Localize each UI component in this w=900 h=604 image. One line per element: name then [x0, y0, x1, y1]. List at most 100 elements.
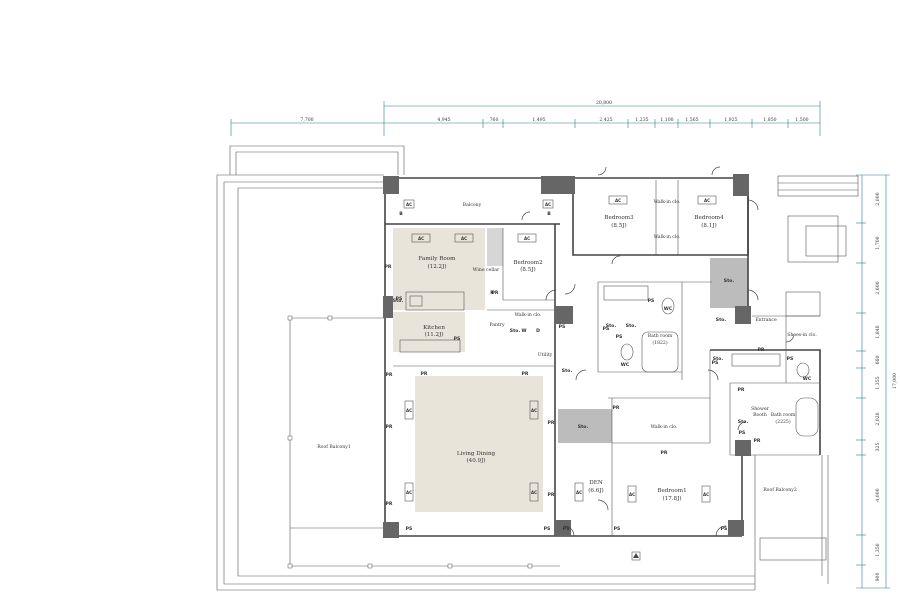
top-dim-2: 4,945 — [437, 117, 450, 123]
tag-sto: Sto. — [626, 323, 637, 329]
tag-ps: PS — [396, 296, 403, 302]
tag-sto: Sto. — [716, 317, 727, 323]
bathroom-center-label: Bath room — [648, 333, 673, 339]
overall-right-dimension: 17,000 — [892, 373, 898, 389]
tag-pr: PR — [386, 424, 393, 430]
ac-unit: AC — [574, 482, 584, 502]
tag-pr: PR — [613, 405, 620, 411]
roof-balcony2-label: Roof Balcony2 — [763, 487, 797, 493]
walkin-mid-label: Walk-in clo. — [654, 234, 681, 240]
shower-booth-label-a: Shower — [751, 406, 770, 412]
ac-unit: AC — [403, 199, 415, 209]
right-dim-10: 1,350 — [875, 543, 881, 556]
ac-unit: AC — [529, 482, 539, 502]
walkin-b1-label: Walk-in clo. — [651, 424, 678, 430]
pillars — [383, 174, 751, 538]
ac-unit: AC — [404, 482, 414, 502]
tag-pr: PR — [548, 492, 555, 498]
tag-pr: PR — [386, 501, 393, 507]
family-room-zone — [393, 228, 485, 310]
ac-unit: AC — [411, 233, 431, 243]
tag-ps: PS — [712, 360, 719, 366]
right-dim-8: 325 — [875, 443, 881, 452]
right-dim-7: 2,020 — [875, 412, 881, 425]
overall-top-dimension: 20,800 — [596, 100, 612, 106]
tag-pr: PR — [522, 371, 529, 377]
svg-text:AC: AC — [461, 236, 467, 241]
tag-ps: PS — [406, 526, 413, 532]
walkin-top-label: Walk-in clo. — [654, 199, 681, 205]
top-dim-3: 760 — [490, 117, 499, 123]
tag-ps: PS — [603, 326, 610, 332]
tag-pr: PR — [758, 347, 765, 353]
ac-unit: AC — [701, 485, 711, 503]
top-dim-4: 1,495 — [532, 117, 545, 123]
svg-text:AC: AC — [615, 198, 621, 203]
top-dimensions: 20,800 7,700 4,945 760 1,495 2,425 1,235… — [230, 100, 821, 136]
svg-text:AC: AC — [576, 490, 582, 495]
tag-sto: Sto. — [724, 278, 735, 284]
roof-balcony1-label: Roof Balcony1 — [317, 444, 351, 450]
bottom-marker — [631, 551, 641, 561]
svg-text:AC: AC — [704, 198, 710, 203]
svg-text:AC: AC — [703, 492, 709, 497]
svg-text:AC: AC — [545, 202, 551, 207]
tag-r: R — [490, 290, 494, 296]
shoes-in-clo-label: Shoes-in clo. — [787, 332, 817, 338]
right-dim-9: 4,000 — [875, 488, 881, 501]
tag-ps: PS — [616, 334, 623, 340]
den-size: (6.6J) — [588, 487, 604, 494]
tag-d: D — [536, 328, 540, 334]
tag-sto: Sto. — [393, 298, 404, 304]
tag-sto: Sto. — [713, 356, 724, 362]
balcony-label: Balcony — [463, 202, 482, 208]
top-dim-10: 1,850 — [763, 117, 776, 123]
right-dim-2: 1,700 — [875, 236, 881, 249]
ac-unit: AC — [529, 400, 539, 420]
svg-text:AC: AC — [629, 492, 635, 497]
top-dim-6: 1,235 — [635, 117, 648, 123]
bedroom3-size: (8.5J) — [611, 222, 627, 229]
ac-unit: AC — [697, 195, 717, 205]
tag-wc: WC — [621, 362, 630, 368]
right-dim-11: 900 — [875, 573, 881, 582]
tag-sto: Sto. — [606, 323, 617, 329]
storage-room-3 — [710, 258, 748, 308]
family-room-size: (12.2J) — [427, 263, 446, 270]
bedroom4-size: (8.1J) — [701, 222, 717, 229]
bathroom-right-label: Bath room — [771, 412, 796, 418]
shower-booth-label-b: Booth — [753, 412, 767, 418]
svg-text:AC: AC — [531, 490, 537, 495]
bedroom2-label: Bedroom2 — [513, 260, 543, 266]
living-dining-zone — [415, 376, 543, 512]
ac-unit: AC — [404, 400, 414, 420]
tag-ps: PS — [648, 298, 655, 304]
tag-sto: Sto. — [738, 419, 749, 425]
pantry-label: Pantry — [489, 322, 505, 328]
entrance-label: Entrance — [755, 317, 777, 323]
ac-units: AC AC AC AC AC AC AC AC AC AC AC AC AC A… — [403, 195, 717, 503]
tag-b: B — [399, 211, 403, 217]
top-dim-5: 2,425 — [599, 117, 612, 123]
tag-pr: PR — [421, 371, 428, 377]
right-dim-4: 1,840 — [875, 325, 881, 338]
ac-unit: AC — [542, 199, 554, 209]
den-label: DEN — [589, 480, 603, 486]
top-dim-9: 1,925 — [724, 117, 737, 123]
wine-cellar-label: Wine cellar — [473, 267, 500, 273]
top-dim-1: 7,700 — [300, 117, 313, 123]
tag-pr: PR — [661, 450, 668, 456]
bedroom1-label: Bedroom1 — [657, 488, 686, 494]
right-dim-6: 1,355 — [875, 376, 881, 389]
tag-wc: WC — [664, 306, 673, 312]
ac-unit: AC — [517, 233, 537, 243]
utility-label: Utility — [538, 352, 553, 358]
top-dim-11: 1,500 — [795, 117, 808, 123]
tag-sto: Sto. — [562, 368, 573, 374]
tag-ps: PS — [787, 356, 794, 362]
svg-text:AC: AC — [406, 408, 412, 413]
tag-sto: Sto. — [578, 424, 589, 430]
tag-ps: PS — [559, 324, 566, 330]
tag-pr: PR — [548, 420, 555, 426]
